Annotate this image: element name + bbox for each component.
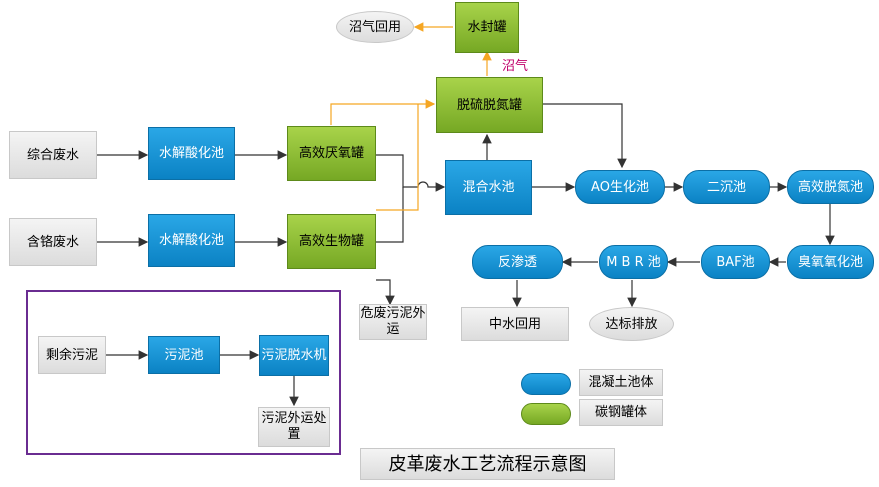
node-baf-tank: BAF池 [701, 245, 770, 279]
node-sludge-tank: 污泥池 [148, 336, 220, 374]
legend-steel-label: 碳钢罐体 [579, 399, 663, 426]
legend-steel-swatch [521, 403, 571, 425]
sludge-treatment-frame [26, 290, 341, 455]
node-ao-tank: AO生化池 [575, 170, 665, 204]
node-zonghe-wastewater: 综合废水 [9, 131, 97, 179]
label-biogas: 沼气 [502, 59, 529, 74]
arrow-tuoliu-to-ao [543, 103, 627, 169]
legend-concrete-label: 混凝土池体 [579, 369, 663, 396]
node-mbr-tank: M B R 池 [599, 245, 668, 279]
diagram-title: 皮革废水工艺流程示意图 [360, 448, 615, 480]
node-ozone-tank: 臭氧氧化池 [787, 245, 874, 279]
gas-yanyang-to-tuoliu [330, 99, 436, 125]
gas-shengwu-to-tuoliu [376, 104, 419, 211]
node-denitrification-tank: 高效脱氮池 [787, 170, 874, 204]
node-biogas-reuse: 沼气回用 [336, 11, 414, 43]
node-hydrolysis-tank-1: 水解酸化池 [148, 127, 235, 180]
node-compliant-discharge: 达标排放 [589, 307, 674, 341]
node-anaerobic-reactor: 高效厌氧罐 [287, 126, 376, 181]
node-hydrolysis-tank-2: 水解酸化池 [148, 214, 235, 267]
node-reclaimed-water: 中水回用 [461, 307, 569, 341]
legend-concrete-swatch [521, 373, 571, 395]
arrow-shengwu-to-hunhe [376, 187, 404, 243]
node-sludge-disposal: 污泥外运处置 [258, 407, 330, 447]
node-hazardous-sludge: 危废污泥外运 [359, 304, 427, 340]
node-water-seal-tank: 水封罐 [455, 2, 519, 53]
node-secondary-clarifier: 二沉池 [683, 170, 770, 204]
node-desulfurization-tank: 脱硫脱氮罐 [436, 77, 543, 133]
arrow-shengwu-to-weifei [376, 279, 395, 306]
node-excess-sludge: 剩余污泥 [38, 336, 106, 374]
arrow-yanyang-to-hunhe [376, 154, 446, 192]
node-chromium-wastewater: 含铬废水 [9, 218, 97, 266]
node-sludge-dewatering: 污泥脱水机 [259, 335, 329, 376]
node-mixing-tank: 混合水池 [445, 160, 532, 215]
node-reverse-osmosis: 反渗透 [472, 245, 563, 279]
node-bio-reactor: 高效生物罐 [287, 214, 376, 269]
